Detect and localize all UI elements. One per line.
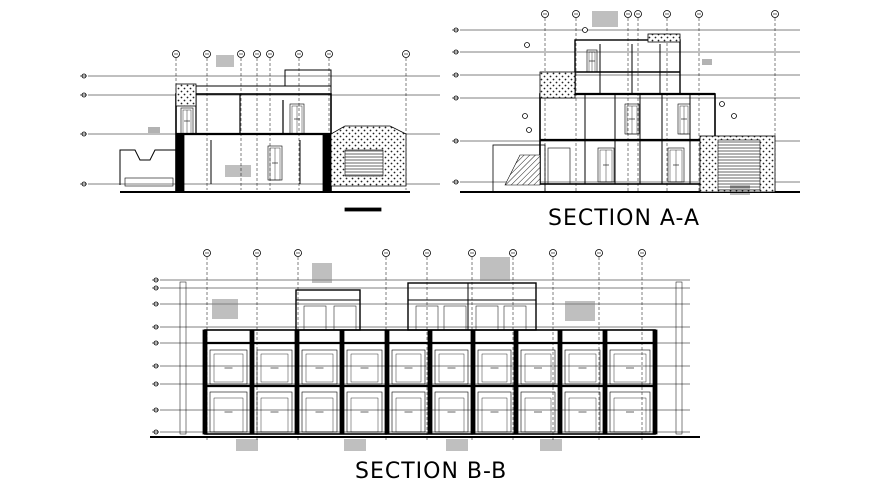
callout-bubble-icon (526, 127, 532, 133)
door-panel (305, 397, 334, 433)
stair (344, 149, 384, 177)
wall-section (322, 133, 332, 193)
edge-strip (675, 281, 683, 435)
upper-floor (574, 39, 681, 95)
callout-bubble-icon (524, 42, 530, 48)
window-frame (391, 349, 426, 385)
annex (492, 144, 546, 193)
door-panel (350, 397, 379, 433)
section-b-title: SECTION B-B (355, 459, 508, 484)
window-glass (438, 353, 465, 383)
window-glass (350, 353, 379, 383)
window-frame (303, 305, 327, 331)
door-panel (524, 397, 552, 433)
edge-strip (179, 281, 187, 435)
column (427, 329, 433, 435)
window-frame (564, 349, 601, 385)
door-panel (260, 397, 289, 433)
parapet (195, 85, 332, 95)
window-glass (568, 353, 597, 383)
window-frame (477, 349, 512, 385)
opening (547, 147, 571, 185)
window-frame (256, 349, 293, 385)
window-glass (305, 353, 334, 383)
brick-wall (539, 71, 576, 99)
section-a-title: SECTION A-A (548, 206, 700, 231)
column (339, 329, 345, 435)
stair-profile (119, 149, 176, 185)
window-frame (333, 305, 357, 331)
window-frame (475, 305, 499, 331)
door-panel (481, 397, 508, 433)
section-a-drawing (452, 10, 800, 195)
section-left-drawing (80, 50, 440, 212)
window-glass (524, 353, 552, 383)
door-panel (213, 397, 244, 433)
brick-coping (647, 33, 681, 43)
column (602, 329, 608, 435)
door-panel (395, 397, 422, 433)
door-panel (438, 397, 465, 433)
section-b-drawing (150, 249, 700, 451)
window-frame (503, 305, 527, 331)
window-frame (443, 305, 467, 331)
column (557, 329, 563, 435)
column (652, 329, 658, 435)
upper-block (295, 289, 361, 331)
column (294, 329, 300, 435)
brick-wall (175, 83, 197, 107)
building-outline (175, 93, 332, 193)
landing (124, 177, 174, 187)
callout-bubble-icon (522, 113, 528, 119)
window-frame (346, 349, 383, 385)
window-glass (260, 353, 289, 383)
window-glass (395, 353, 422, 383)
window-frame (209, 349, 248, 385)
scale-bar (344, 207, 382, 212)
roof-structure (284, 69, 332, 87)
column (470, 329, 476, 435)
column (384, 329, 390, 435)
ramp (504, 154, 541, 186)
door-panel (613, 397, 647, 433)
callout-bubble-icon (719, 101, 725, 107)
callout-bubble-icon (582, 27, 588, 33)
window-frame (520, 349, 556, 385)
window-frame (301, 349, 338, 385)
column (249, 329, 255, 435)
column (202, 329, 208, 435)
wall-section (175, 133, 185, 193)
stair (717, 139, 761, 191)
window-frame (434, 349, 469, 385)
window-glass (613, 353, 647, 383)
window-frame (415, 305, 439, 331)
door-panel (568, 397, 597, 433)
window-frame (609, 349, 651, 385)
column (513, 329, 519, 435)
window-glass (213, 353, 244, 383)
window-glass (481, 353, 508, 383)
callout-bubble-icon (731, 113, 737, 119)
